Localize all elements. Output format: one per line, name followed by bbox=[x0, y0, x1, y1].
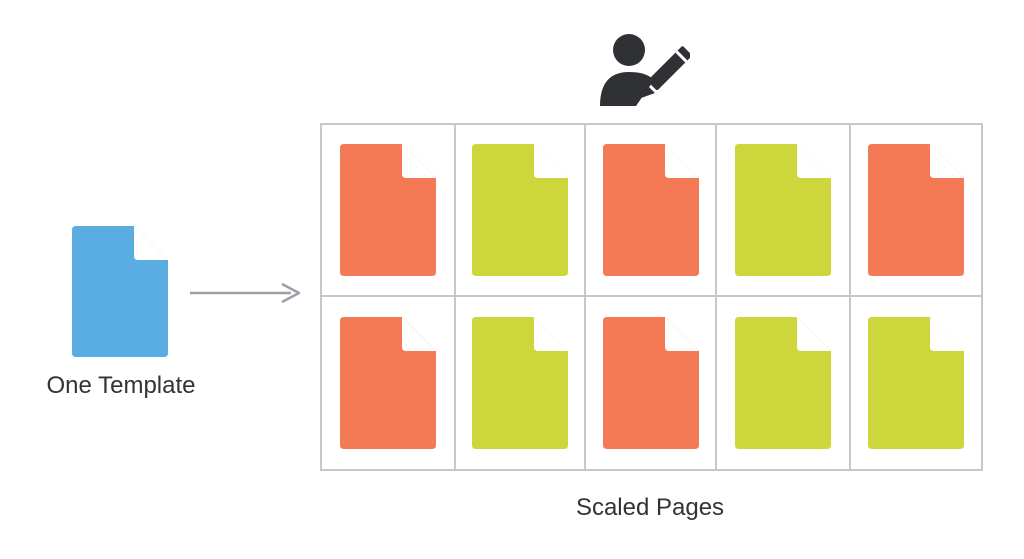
pages-grid bbox=[320, 123, 983, 471]
page-cell bbox=[456, 125, 586, 297]
page-cell bbox=[322, 297, 456, 469]
page-cell bbox=[586, 297, 717, 469]
page-cell bbox=[322, 125, 456, 297]
page-document-icon bbox=[735, 144, 831, 276]
page-cell bbox=[851, 125, 981, 297]
page-document-icon bbox=[868, 144, 964, 276]
page-document-icon bbox=[472, 317, 568, 449]
page-document-icon bbox=[602, 144, 699, 276]
user-edit-icon bbox=[600, 34, 690, 106]
page-document-icon bbox=[602, 317, 699, 449]
template-label: One Template bbox=[46, 372, 196, 399]
pages-label: Scaled Pages bbox=[575, 494, 725, 521]
arrow-right-icon bbox=[190, 282, 301, 304]
page-cell bbox=[717, 125, 851, 297]
page-document-icon bbox=[340, 317, 436, 449]
page-document-icon bbox=[735, 317, 831, 449]
page-cell bbox=[851, 297, 981, 469]
page-cell bbox=[586, 125, 717, 297]
page-cell bbox=[717, 297, 851, 469]
page-cell bbox=[456, 297, 586, 469]
template-document-icon bbox=[72, 226, 168, 357]
page-document-icon bbox=[340, 144, 436, 276]
page-document-icon bbox=[472, 144, 568, 276]
page-document-icon bbox=[868, 317, 964, 449]
